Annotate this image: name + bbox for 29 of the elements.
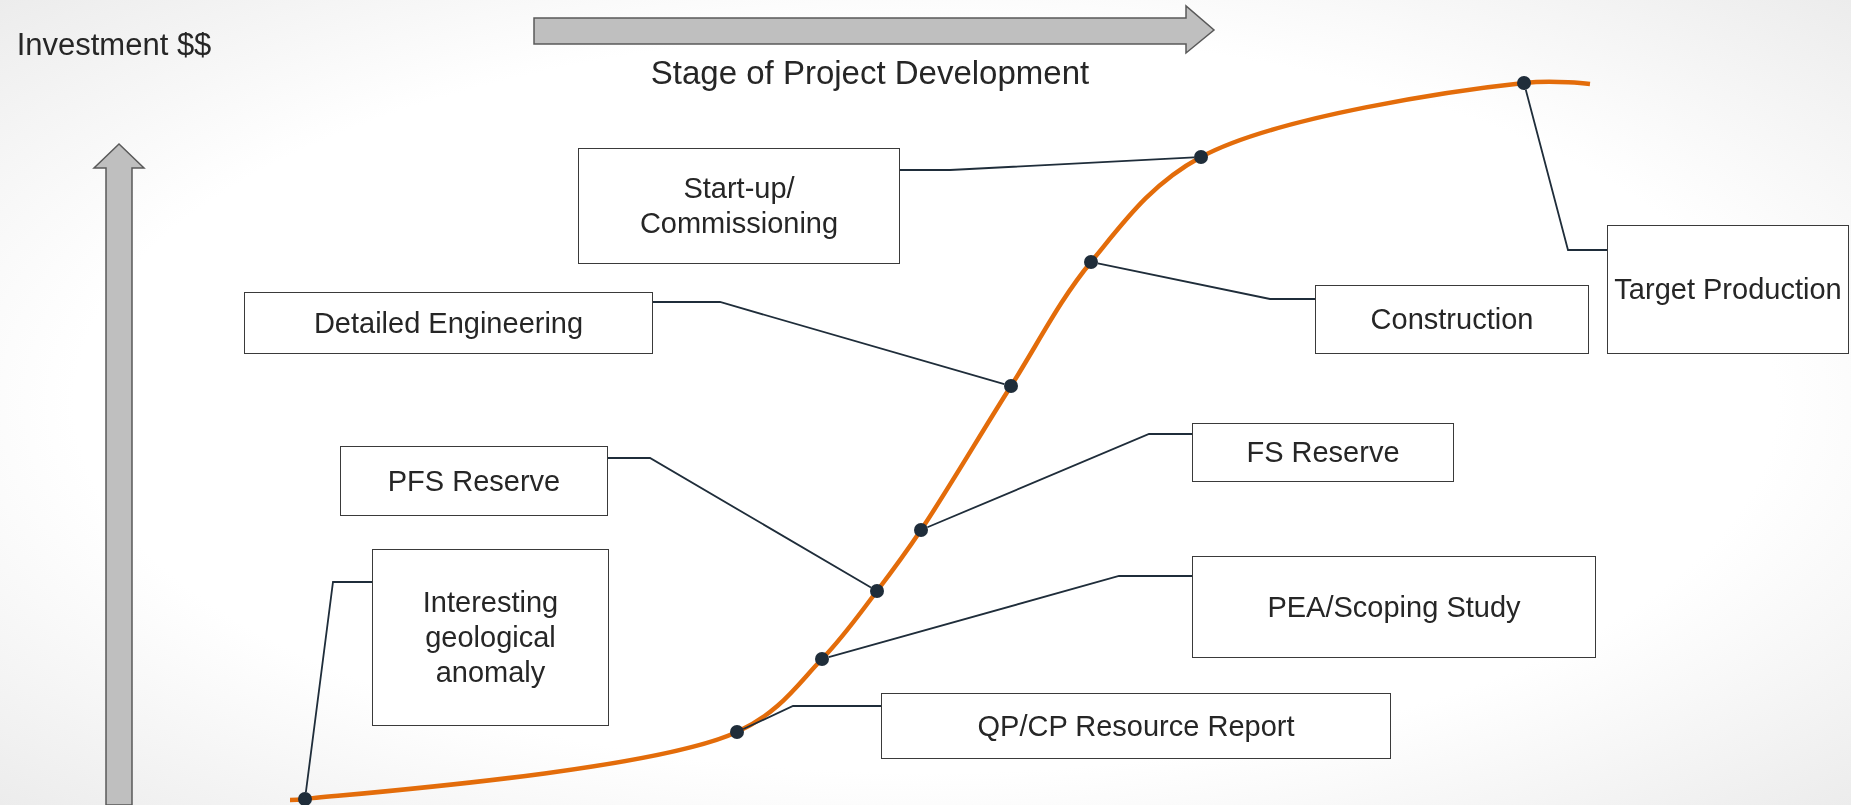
leader-line xyxy=(899,156,1195,171)
curve-point xyxy=(815,652,829,666)
stage-box: QP/CP Resource Report xyxy=(881,693,1391,759)
stage-box: Construction xyxy=(1315,285,1589,354)
leader-line xyxy=(926,433,1193,529)
stage-box: Detailed Engineering xyxy=(244,292,653,354)
leader-line xyxy=(742,705,882,730)
stage-box: Start-up/ Commissioning xyxy=(578,148,900,264)
leader-line xyxy=(1524,88,1608,251)
investment-axis-label: Investment $$ xyxy=(15,26,213,64)
leader-line xyxy=(827,575,1193,658)
curve-point xyxy=(1084,255,1098,269)
curve-point xyxy=(1517,76,1531,90)
curve-point xyxy=(1194,150,1208,164)
curve-point xyxy=(1004,379,1018,393)
stage-box: Target Production xyxy=(1607,225,1849,354)
curve-point xyxy=(870,584,884,598)
leader-line xyxy=(607,457,872,589)
curve-point xyxy=(730,725,744,739)
leader-line xyxy=(1096,262,1316,300)
leader-line xyxy=(305,581,373,793)
stage-box: PFS Reserve xyxy=(340,446,608,516)
stage-box: FS Reserve xyxy=(1192,423,1454,482)
leader-line xyxy=(652,301,1006,385)
stage-axis-label: Stage of Project Development xyxy=(649,53,1091,93)
stage-box: Interesting geological anomaly xyxy=(372,549,609,726)
curve-point xyxy=(298,792,312,805)
stage-box: PEA/Scoping Study xyxy=(1192,556,1596,658)
curve-point xyxy=(914,523,928,537)
